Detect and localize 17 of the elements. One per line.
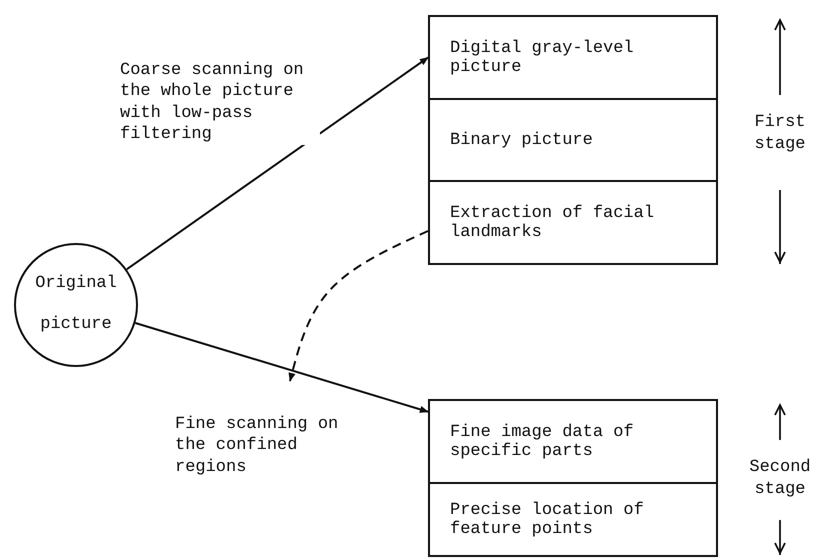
node-text: Digital gray-level picture <box>450 38 635 76</box>
node-text: Original picture <box>35 273 117 336</box>
node-text: Extraction of facial landmarks <box>450 204 656 242</box>
stage-label: First stage <box>753 112 806 156</box>
edge-label: Coarse scanning on the whole picture with low-pass filtering <box>120 60 320 145</box>
node-text: Fine image data of specific parts <box>450 422 635 460</box>
process-box <box>428 15 718 100</box>
arrow <box>135 322 429 413</box>
process-box <box>428 98 718 182</box>
node-text: Binary picture <box>450 130 593 150</box>
process-box <box>428 180 718 265</box>
arrow <box>126 56 429 270</box>
process-box <box>428 482 718 557</box>
stage-label: Second stage <box>748 457 812 502</box>
dashed-pointer-arrow <box>288 230 428 382</box>
node-text: Precise location of feature points <box>450 500 645 538</box>
process-box <box>428 399 718 484</box>
